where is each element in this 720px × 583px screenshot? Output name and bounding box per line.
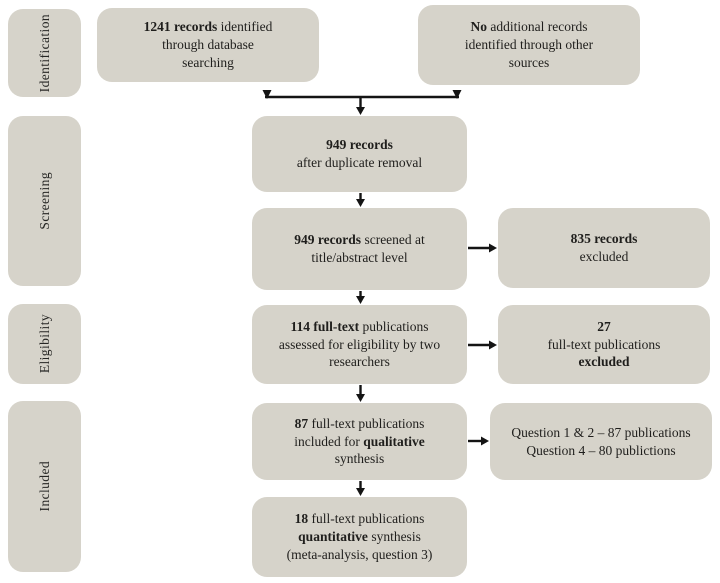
box-records-excluded: 835 records excluded bbox=[498, 208, 710, 288]
box-fulltext-assessed: 114 full-text publications assessed for … bbox=[252, 305, 467, 384]
text-segment-bold: 1241 records bbox=[143, 19, 218, 35]
box-line: included for qualitative bbox=[294, 433, 425, 451]
box-line: synthesis bbox=[334, 451, 385, 467]
box-line: (meta-analysis, question 3) bbox=[286, 546, 433, 562]
box-records-screened: 949 records screened at title/abstract l… bbox=[252, 208, 467, 290]
box-question-publications: Question 1 & 2 – 87 publications Questio… bbox=[490, 403, 712, 480]
arrow-head bbox=[356, 488, 365, 496]
arrow-screened-to-excluded bbox=[468, 243, 497, 253]
box-line: full-text publications bbox=[547, 336, 661, 352]
box-line: quantitative synthesis bbox=[298, 528, 421, 546]
box-line: sources bbox=[508, 54, 550, 70]
box-line: assessed for eligibility by two bbox=[278, 336, 441, 352]
box-line: title/abstract level bbox=[311, 250, 408, 265]
phase-screening: Screening bbox=[8, 116, 81, 286]
arrow-qualitative-to-quantitative bbox=[356, 481, 365, 496]
box-fulltext-excluded: 27 full-text publications excluded bbox=[498, 305, 710, 384]
box-line: excluded bbox=[579, 249, 629, 264]
box-line: 18 full-text publications bbox=[295, 510, 425, 528]
box-line: through database bbox=[162, 37, 254, 53]
box-line: 27 bbox=[597, 318, 611, 336]
arrow-head bbox=[489, 340, 497, 350]
box-line: identified through other bbox=[464, 37, 594, 53]
text-segment-bold: 949 records bbox=[294, 232, 362, 248]
text-segment-bold: No bbox=[470, 19, 488, 35]
text-segment-bold: 835 records bbox=[570, 231, 638, 247]
arrow-qualitative-to-questions bbox=[468, 436, 489, 446]
text-segment: screened at bbox=[361, 232, 425, 248]
text-segment: publications bbox=[359, 318, 429, 334]
box-line: No additional records bbox=[471, 18, 588, 36]
merge-connector bbox=[262, 90, 462, 115]
box-line: 949 records screened at bbox=[294, 231, 425, 249]
arrow-head bbox=[481, 436, 489, 446]
box-line: researchers bbox=[329, 354, 390, 370]
text-segment-bold: 18 bbox=[294, 511, 309, 527]
box-line: after duplicate removal bbox=[296, 155, 423, 170]
text-segment: identified bbox=[217, 19, 273, 35]
arrow-fulltext-to-ftexcluded bbox=[468, 340, 497, 350]
box-after-duplicate-removal: 949 records after duplicate removal bbox=[252, 116, 467, 192]
box-records-database: 1241 records identified through database… bbox=[97, 8, 319, 82]
box-line: searching bbox=[182, 54, 234, 70]
phase-screening-label: Screening bbox=[36, 172, 52, 230]
box-line: Question 1 & 2 – 87 publications bbox=[511, 424, 691, 440]
arrow-head bbox=[356, 394, 365, 402]
arrow-head-database-down bbox=[262, 90, 272, 99]
text-segment-bold: quantitative bbox=[298, 529, 368, 545]
text-segment-bold: 87 bbox=[294, 415, 309, 431]
box-quantitative-synthesis: 18 full-text publications quantitative s… bbox=[252, 497, 467, 577]
box-line: excluded bbox=[578, 353, 629, 371]
box-records-other-sources: No additional records identified through… bbox=[418, 5, 640, 85]
box-line: 949 records bbox=[326, 136, 393, 154]
phase-identification: Identification bbox=[8, 9, 81, 97]
text-segment: full-text publications bbox=[308, 415, 425, 431]
arrow-head bbox=[489, 243, 497, 253]
box-line: 87 full-text publications bbox=[295, 415, 425, 433]
box-line: 835 records bbox=[571, 230, 638, 248]
text-segment: full-text publications bbox=[308, 511, 425, 527]
text-segment-bold: excluded bbox=[578, 354, 630, 370]
box-qualitative-synthesis: 87 full-text publications included for q… bbox=[252, 403, 467, 480]
box-line: 1241 records identified bbox=[144, 18, 273, 36]
phase-eligibility: Eligibility bbox=[8, 304, 81, 384]
text-segment-bold: qualitative bbox=[363, 433, 425, 449]
arrow-head-to-dedup bbox=[356, 107, 365, 115]
text-segment: synthesis bbox=[367, 529, 421, 545]
text-segment: additional records bbox=[487, 19, 588, 35]
phase-included: Included bbox=[8, 401, 81, 572]
text-segment: included for bbox=[294, 433, 364, 449]
phase-identification-label: Identification bbox=[36, 13, 52, 93]
arrow-dedup-to-screened bbox=[356, 193, 365, 207]
text-segment-bold: 27 bbox=[597, 318, 611, 334]
arrow-screened-to-fulltext bbox=[356, 291, 365, 304]
text-segment-bold: 114 full-text bbox=[290, 318, 360, 334]
arrow-head bbox=[356, 296, 365, 304]
phase-eligibility-label: Eligibility bbox=[36, 314, 52, 374]
box-line: 114 full-text publications bbox=[291, 318, 429, 336]
box-line: Question 4 – 80 publictions bbox=[526, 442, 676, 458]
arrow-head bbox=[356, 199, 365, 207]
phase-included-label: Included bbox=[36, 461, 52, 512]
arrow-fulltext-to-qualitative bbox=[356, 385, 365, 402]
arrow-head-other-down bbox=[452, 90, 462, 99]
text-segment-bold: 949 records bbox=[326, 137, 393, 153]
